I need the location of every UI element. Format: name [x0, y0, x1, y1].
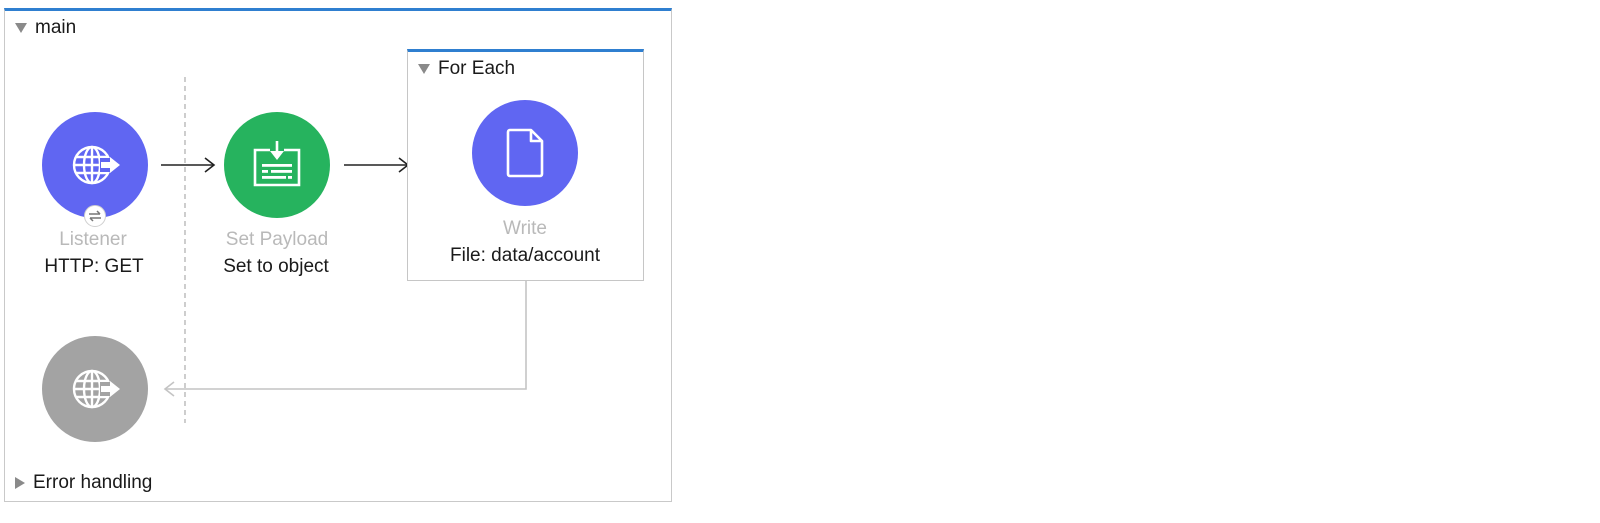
flow-name: main [35, 17, 77, 38]
globe-arrow-icon [72, 145, 120, 185]
listener-subtitle: HTTP: GET [44, 256, 144, 277]
flow-header-main[interactable]: main [15, 17, 76, 39]
file-icon [506, 128, 544, 178]
return-connector [163, 281, 527, 397]
collapse-triangle-icon[interactable] [15, 23, 27, 33]
for-each-header[interactable]: For Each [418, 58, 515, 80]
expand-triangle-icon[interactable] [15, 477, 25, 489]
connector-arrow-2 [344, 157, 410, 173]
response-node[interactable] [42, 336, 148, 442]
set-payload-title: Set Payload [225, 229, 329, 250]
for-each-label: For Each [438, 58, 516, 79]
write-title: Write [503, 218, 547, 239]
listener-title: Listener [59, 229, 127, 250]
globe-arrow-icon [72, 369, 120, 409]
collapse-triangle-icon[interactable] [418, 64, 430, 74]
error-handling-label: Error handling [33, 472, 153, 493]
write-subtitle: File: data/account [450, 245, 600, 266]
listener-node[interactable] [42, 112, 148, 218]
connector-arrow-1 [161, 157, 216, 173]
write-node[interactable] [472, 100, 578, 206]
error-handling-header[interactable]: Error handling [15, 472, 152, 494]
flow-connectors [161, 77, 527, 423]
two-way-arrows-icon [84, 205, 106, 227]
set-payload-node[interactable] [224, 112, 330, 218]
set-payload-subtitle: Set to object [223, 256, 329, 277]
set-payload-icon [253, 141, 301, 187]
